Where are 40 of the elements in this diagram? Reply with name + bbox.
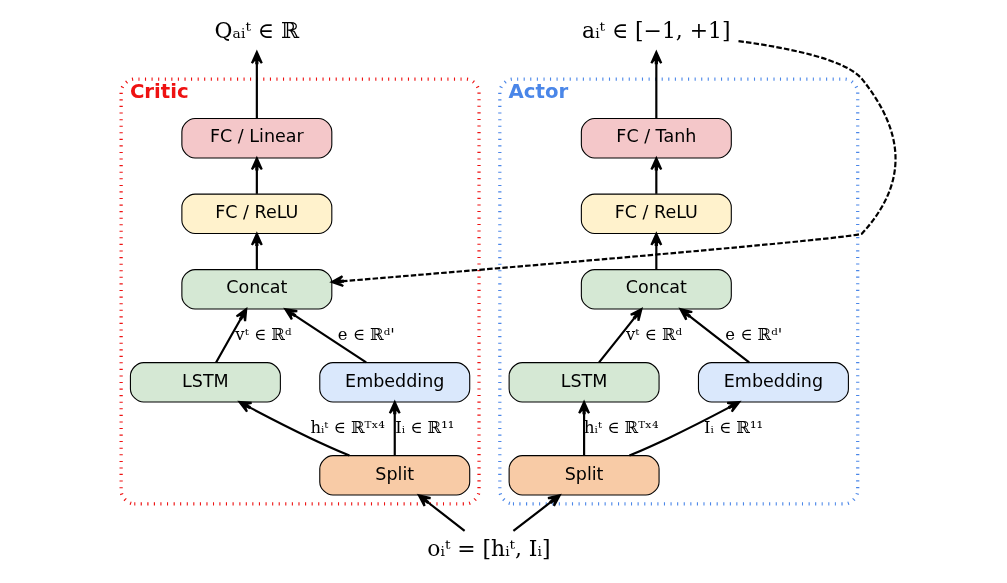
node-box: FC / Linear <box>180 118 332 159</box>
edge-label: e ∈ ℝᵈ' <box>724 324 782 344</box>
arrow <box>250 51 263 119</box>
arrow <box>628 401 740 457</box>
node-box: Split <box>318 455 470 496</box>
arrow <box>283 308 367 364</box>
arrow <box>649 232 662 270</box>
node-text: aᵢᵗ ∈ [−1, +1] <box>581 17 731 43</box>
arrow <box>238 401 350 457</box>
node-box: FC / Tanh <box>580 118 732 159</box>
arrow <box>417 494 465 532</box>
node-box: LSTM <box>508 362 660 403</box>
node-box: FC / ReLU <box>180 193 332 235</box>
node-box: FC / ReLU <box>580 193 732 235</box>
edge-label: hᵢᵗ ∈ ℝᵀˣ⁴ <box>583 417 659 437</box>
arrow <box>512 494 561 532</box>
node-box: Embedding <box>697 362 849 403</box>
arrow <box>597 308 642 364</box>
node-box: Embedding <box>318 362 470 403</box>
arrow <box>250 232 263 270</box>
node-box: Split <box>508 455 660 496</box>
edge-label: e ∈ ℝᵈ' <box>337 324 395 344</box>
arrow <box>649 157 662 194</box>
arrow <box>214 308 247 363</box>
edge-label: vᵗ ∈ ℝᵈ <box>234 324 291 344</box>
node-box: Concat <box>180 269 332 310</box>
node-text: oᵢᵗ = [hᵢᵗ, Iᵢ] <box>426 536 550 562</box>
edge-label: vᵗ ∈ ℝᵈ <box>625 324 682 344</box>
arrow <box>678 308 750 364</box>
edge-label: Iᵢ ∈ ℝ¹¹ <box>394 417 454 437</box>
arrow <box>649 51 662 119</box>
node-box: LSTM <box>129 362 281 403</box>
edge-label: Iᵢ ∈ ℝ¹¹ <box>703 417 763 437</box>
node-text: Qₐᵢᵗ ∈ ℝ <box>214 17 299 43</box>
arrow <box>330 40 897 288</box>
edge-label: hᵢᵗ ∈ ℝᵀˣ⁴ <box>309 417 385 437</box>
arrow <box>250 157 263 194</box>
arrow <box>577 401 590 456</box>
node-box: Concat <box>580 269 732 310</box>
arrow <box>388 401 401 456</box>
